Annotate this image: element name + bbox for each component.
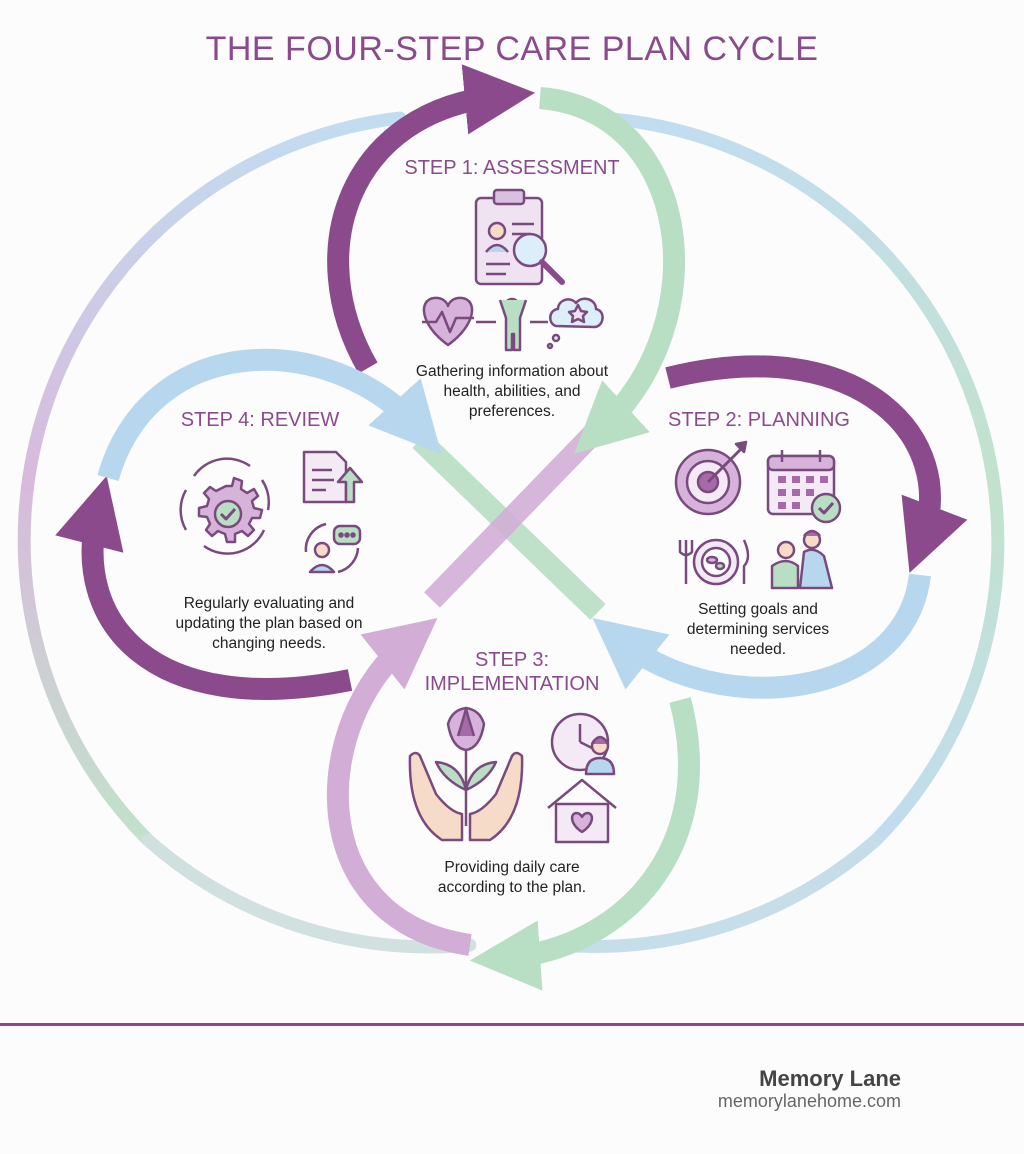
brand-name: Memory Lane — [759, 1066, 901, 1091]
target-arrow-icon — [674, 440, 748, 516]
caregiver-icon — [770, 529, 834, 590]
calendar-check-icon — [766, 450, 842, 524]
gear-cycle-icon — [179, 457, 270, 555]
step4-description: Regularly evaluating and updating the pl… — [175, 595, 363, 652]
step2-description: Setting goals and determining services n… — [686, 601, 830, 658]
step1-title: STEP 1: ASSESSMENT — [404, 157, 620, 179]
step4-title: STEP 4: REVIEW — [180, 409, 340, 431]
step3-arrows — [327, 617, 700, 991]
person-chat-icon — [304, 522, 362, 574]
step1-description: Gathering information about health, abil… — [415, 363, 609, 420]
document-upload-icon — [302, 450, 364, 504]
brand-url[interactable]: memorylanehome.com — [717, 1091, 901, 1111]
thought-star-icon — [546, 297, 604, 350]
page-title: THE FOUR-STEP CARE PLAN CYCLE — [205, 30, 819, 68]
hands-flower-icon — [408, 706, 524, 842]
center-cross-arrows — [412, 400, 626, 620]
step3-title: STEP 3: IMPLEMENTATION — [424, 649, 600, 695]
step1-arrows — [327, 64, 685, 454]
clipboard-magnifier-icon — [474, 188, 565, 286]
step2-arrows — [592, 355, 968, 699]
clock-caregiver-icon — [550, 712, 616, 776]
step2-title: STEP 2: PLANNING — [668, 409, 850, 431]
home-heart-icon — [547, 778, 617, 844]
step4-arrows — [55, 348, 442, 700]
person-icon — [498, 297, 548, 352]
heart-pulse-icon — [422, 296, 496, 347]
step3-description: Providing daily care according to the pl… — [437, 859, 587, 896]
outer-cycle-ring — [17, 111, 1005, 954]
meal-plate-icon — [678, 538, 750, 586]
footer-divider — [0, 1023, 1024, 1026]
